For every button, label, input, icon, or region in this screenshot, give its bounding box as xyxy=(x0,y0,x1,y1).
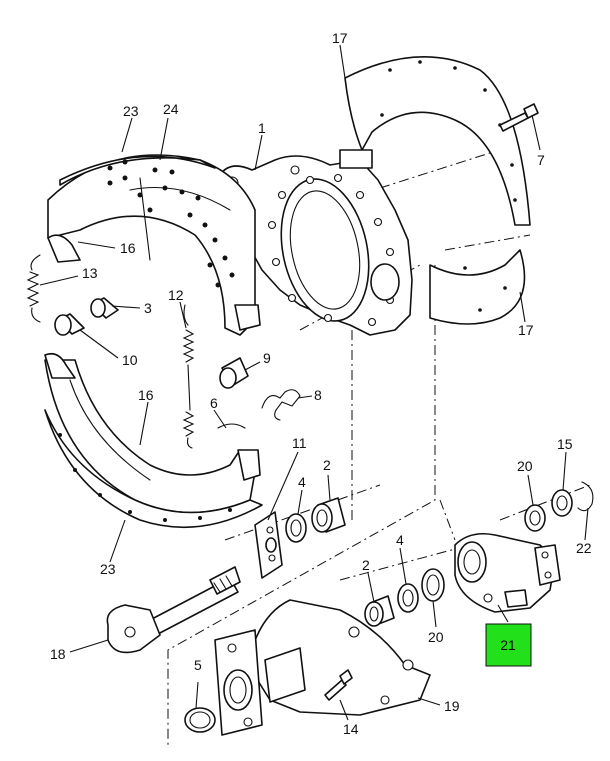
callout-12: 12 xyxy=(168,287,184,303)
slack-adjuster xyxy=(454,532,561,613)
cam-roller xyxy=(54,313,85,336)
return-spring-center xyxy=(182,304,195,449)
callout-22: 22 xyxy=(576,540,592,556)
callout-7: 7 xyxy=(537,152,545,168)
callout-9: 9 xyxy=(263,350,271,366)
bracket-bolt xyxy=(324,669,353,701)
washer-thrust xyxy=(551,489,573,517)
snap-ring xyxy=(184,707,216,733)
callout-18: 18 xyxy=(50,646,66,662)
leader-lines xyxy=(39,44,589,721)
dust-shield-lower xyxy=(429,249,526,325)
callout-17-upper: 17 xyxy=(332,30,348,46)
callout-1: 1 xyxy=(258,120,266,136)
brake-spider xyxy=(219,149,413,336)
retaining-clip xyxy=(261,389,301,421)
callout-24: 24 xyxy=(163,101,179,117)
seal-lower xyxy=(397,583,419,613)
callout-19: 19 xyxy=(444,698,460,714)
anchor-roller xyxy=(90,297,119,319)
callout-10: 10 xyxy=(122,352,138,368)
highlighted-part-21: 21 xyxy=(485,623,532,667)
washer-right xyxy=(524,504,546,532)
callout-20-right: 20 xyxy=(517,458,533,474)
callout-8: 8 xyxy=(314,387,322,403)
brake-shoe-upper xyxy=(47,154,261,336)
callout-15: 15 xyxy=(557,436,573,452)
callout-3: 3 xyxy=(144,300,152,316)
camshaft xyxy=(106,566,241,654)
snap-clip xyxy=(577,481,594,512)
callout-20-lower: 20 xyxy=(428,629,444,645)
return-spring-left xyxy=(26,254,41,323)
cam-bushing xyxy=(219,357,249,389)
callout-16-lower: 16 xyxy=(138,387,154,403)
bushing-upper xyxy=(311,497,346,533)
anchor-pin-wire xyxy=(217,423,246,429)
callout-labels: 23 24 1 17 7 16 13 3 12 10 9 8 6 16 17 1… xyxy=(50,30,592,737)
shield-bolt xyxy=(499,103,539,132)
bushing-lower xyxy=(364,595,395,627)
callout-6: 6 xyxy=(210,395,218,411)
highlight-box xyxy=(485,623,532,667)
callout-2-lower: 2 xyxy=(362,557,370,573)
callout-5: 5 xyxy=(194,657,202,673)
callout-4-upper: 4 xyxy=(298,474,306,490)
seal-upper xyxy=(285,513,307,543)
callout-13: 13 xyxy=(82,265,98,281)
washer-lower xyxy=(421,568,445,602)
dust-shield-upper xyxy=(344,55,531,226)
callout-17-lower: 17 xyxy=(518,322,534,338)
callout-16-upper: 16 xyxy=(120,240,136,256)
callout-14: 14 xyxy=(343,721,359,737)
callout-4-lower: 4 xyxy=(396,532,404,548)
callout-2-upper: 2 xyxy=(323,457,331,473)
callout-11: 11 xyxy=(292,435,307,451)
highlight-label: 21 xyxy=(500,637,516,653)
chamber-bracket xyxy=(214,599,431,736)
brake-shoe-lower xyxy=(44,352,263,529)
callout-23-upper: 23 xyxy=(123,103,139,119)
callout-23-lower: 23 xyxy=(100,561,116,577)
camshaft-bracket-plate xyxy=(254,511,283,579)
